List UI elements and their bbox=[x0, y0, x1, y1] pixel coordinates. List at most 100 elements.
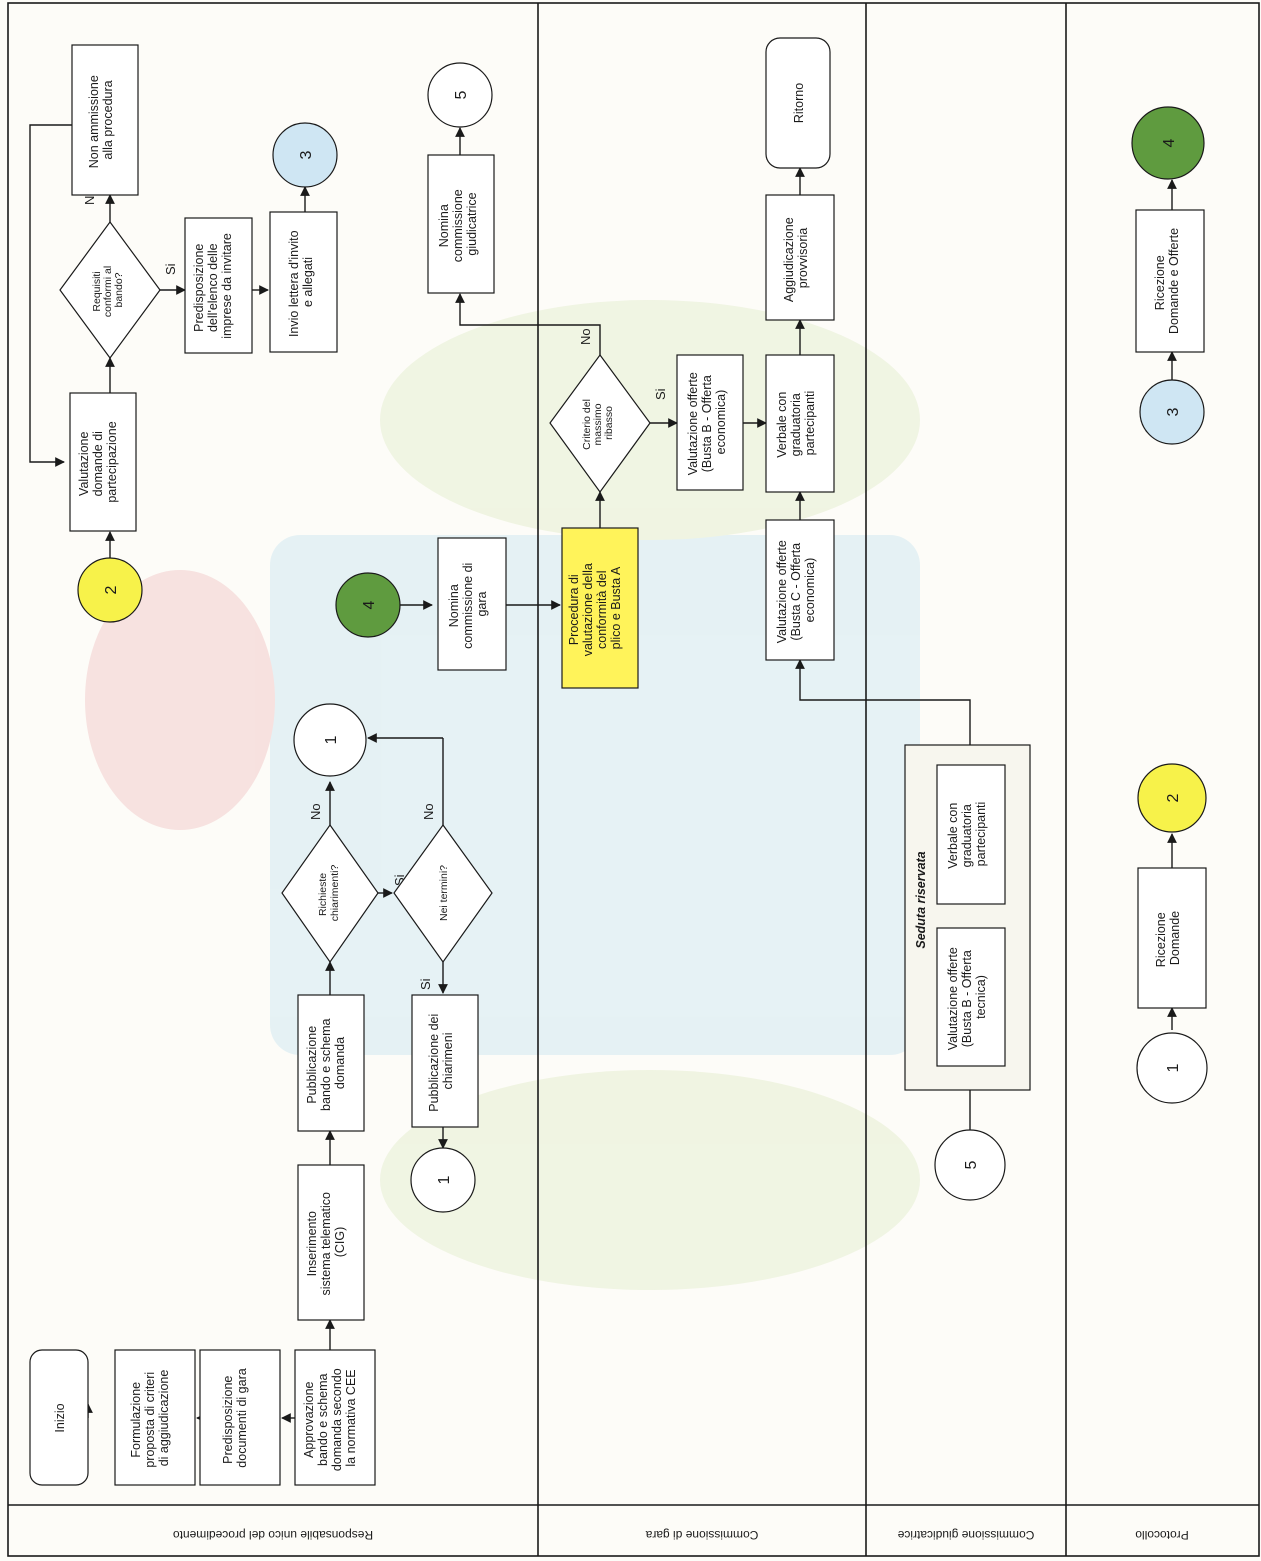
step-ricezione-domande-offerte bbox=[1135, 209, 1205, 353]
step-aggiudicazione-provvisoria bbox=[765, 194, 835, 321]
step-verbale-graduatoria-gara-label-line: graduatoria bbox=[789, 393, 803, 456]
step-pubblicazione-chiarimenti-label-line: Pubblicazione dei bbox=[427, 1014, 441, 1112]
step-valutazione-domande-label-line: partecipazione bbox=[105, 421, 119, 502]
step-pubblicazione-bando bbox=[297, 994, 365, 1132]
step-valutazione-domande-label: Valutazione domande di partecipazione bbox=[77, 421, 119, 502]
connector-1-c bbox=[1136, 1032, 1208, 1104]
decision-requisiti-label-line: conformi al bbox=[102, 266, 114, 317]
step-ricezione-offerte-label-line: Domande e Offerte bbox=[1167, 228, 1181, 334]
step-verbale-giudicatrice-label-line: Verbale con bbox=[946, 803, 960, 869]
connector-4-a-label: 4 bbox=[361, 600, 378, 609]
step-predisposizione-documenti-label-line: documenti di gara bbox=[235, 1368, 249, 1467]
step-valutazione-busta-b-tecnica-label-line: (Busta B - Offerta bbox=[960, 950, 974, 1047]
step-valutazione-domande bbox=[69, 392, 137, 532]
step-inserimento-label-line: Inserimento bbox=[305, 1211, 319, 1276]
end-terminal-ritorno bbox=[765, 37, 831, 169]
step-pubblicazione-bando-label-line: bando e schema bbox=[319, 1018, 333, 1110]
step-predisposizione-elenco-label-line: dell'elenco delle bbox=[206, 243, 220, 332]
step-invio-lettera-label: Invio lettera d'invito e allegati bbox=[287, 227, 315, 337]
diagram-frame bbox=[7, 2, 1260, 1557]
step-pubblicazione-chiarimenti-label-line: chiarimeni bbox=[441, 1033, 455, 1090]
decision-richieste-label-line: chiarimenti? bbox=[329, 865, 341, 922]
connector-3-b-label: 3 bbox=[1165, 407, 1182, 416]
end-terminal-label: Ritorno bbox=[792, 83, 806, 123]
connector-1-a bbox=[410, 1147, 476, 1213]
step-predisposizione-documenti-label: Predisposizione documenti di gara bbox=[221, 1368, 249, 1467]
step-valutazione-domande-label-line: domande di bbox=[91, 431, 105, 496]
step-predisposizione-documenti-label-line: Predisposizione bbox=[221, 1376, 235, 1464]
start-terminal bbox=[29, 1349, 89, 1486]
step-nomina-commissione-giudicatrice-label-line: giudicatrice bbox=[465, 192, 479, 255]
decision-criterio-label-line: massimo bbox=[592, 403, 604, 445]
step-nomina-commissione-gara bbox=[437, 537, 507, 671]
step-nomina-commissione-giudicatrice bbox=[427, 154, 495, 294]
connector-2-b-label: 2 bbox=[1165, 793, 1182, 802]
step-non-ammissione-label-line: Non ammissione bbox=[87, 75, 101, 168]
label-si-richieste: Si bbox=[392, 874, 407, 886]
step-approvazione-label-line: Approvazione bbox=[302, 1381, 316, 1457]
step-verbale-giudicatrice-label-line: partecipanti bbox=[974, 802, 988, 867]
connector-1-b-label: 1 bbox=[323, 735, 340, 744]
label-no-termini: No bbox=[421, 803, 436, 820]
lane-header-rup: Responsabile unico del procedimento bbox=[173, 1528, 373, 1542]
step-predisposizione-elenco bbox=[184, 217, 253, 354]
label-no-criterio: No bbox=[578, 328, 593, 345]
step-pubblicazione-bando-label-line: Pubblicazione bbox=[305, 1026, 319, 1104]
connector-5-a bbox=[427, 62, 493, 128]
step-valutazione-busta-c-economica-label-line: (Busta C - Offerta bbox=[789, 543, 803, 641]
step-verbale-graduatoria-gara bbox=[765, 354, 835, 493]
decision-nei-termini-label-line: Nei termini? bbox=[438, 865, 450, 921]
step-ricezione-domande-label-line: Domande bbox=[1168, 911, 1182, 965]
step-valutazione-busta-b-economica-label-line: (Busta B - Offerta bbox=[700, 375, 714, 472]
step-approvazione-label-line: domanda secondo bbox=[330, 1368, 344, 1471]
step-ricezione-domande-label-line: Ricezione bbox=[1154, 912, 1168, 967]
step-ricezione-domande-label: Ricezione Domande bbox=[1154, 909, 1182, 967]
step-verbale-graduatoria-giudicatrice bbox=[936, 764, 1006, 905]
connector-2-a-label: 2 bbox=[103, 585, 120, 594]
lane-header-protocollo: Protocollo bbox=[1135, 1528, 1189, 1542]
step-valutazione-busta-b-tecnica-label-line: Valutazione offerte bbox=[946, 947, 960, 1050]
decision-criterio-massimo-ribasso bbox=[549, 353, 651, 494]
step-valutazione-busta-b-tecnica-label-line: tecnica) bbox=[974, 975, 988, 1019]
step-procedura-valutazione-label: Procedura di valutazione della conformit… bbox=[567, 560, 623, 657]
decision-criterio-label-line: Criterio del bbox=[581, 399, 593, 450]
step-pubblicazione-chiarimenti bbox=[411, 994, 479, 1128]
step-aggiudicazione-label-line: provvisoria bbox=[796, 228, 810, 288]
connector-4-b bbox=[1131, 106, 1205, 180]
step-approvazione-label-line: bando e schema bbox=[316, 1373, 330, 1465]
step-invio-lettera-label-line: Invio lettera d'invito bbox=[287, 230, 301, 337]
step-procedura-valutazione-label-line: valutazione della bbox=[581, 563, 595, 656]
step-formulazione bbox=[114, 1349, 196, 1486]
step-formulazione-label-line: proposta di criteri bbox=[143, 1372, 157, 1468]
step-nomina-commissione-giudicatrice-label: Nomina commissione giudicatrice bbox=[437, 186, 479, 262]
step-approvazione-label: Approvazione bando e schema domanda seco… bbox=[302, 1365, 358, 1471]
step-valutazione-busta-b-economica-label-line: Valutazione offerte bbox=[686, 372, 700, 475]
step-nomina-commissione-gara-label-line: gara bbox=[475, 591, 489, 616]
step-pubblicazione-bando-label-line: domanda bbox=[333, 1037, 347, 1089]
step-ricezione-offerte-label-line: Ricezione bbox=[1153, 255, 1167, 310]
connector-1-c-label: 1 bbox=[1165, 1063, 1182, 1072]
step-nomina-commissione-gara-label-line: Nomina bbox=[447, 584, 461, 627]
connector-5-a-label: 5 bbox=[453, 90, 470, 99]
decision-criterio-label: Criterio del massimo ribasso bbox=[581, 396, 615, 450]
group-seduta-label: Seduta riservata bbox=[914, 851, 928, 948]
connector-1-b bbox=[293, 703, 367, 777]
step-non-ammissione bbox=[71, 44, 139, 196]
step-approvazione bbox=[294, 1349, 376, 1486]
step-non-ammissione-label-line: alla procedura bbox=[101, 80, 115, 159]
end-terminal-label-line: Ritorno bbox=[792, 83, 806, 123]
group-seduta-label-line: Seduta riservata bbox=[914, 851, 928, 948]
step-formulazione-label-line: Formulazione bbox=[129, 1382, 143, 1458]
decision-requisiti-label-line: Requisiti bbox=[91, 271, 103, 311]
decision-requisiti bbox=[59, 220, 161, 360]
step-approvazione-label-line: la normativa CEE bbox=[344, 1369, 358, 1466]
decision-richieste-label-line: Richieste bbox=[317, 873, 329, 916]
step-predisposizione-elenco-label-line: Predisposizione bbox=[192, 244, 206, 332]
step-non-ammissione-label: Non ammissione alla procedura bbox=[87, 72, 115, 169]
step-verbale-graduatoria-gara-label-line: Verbale con bbox=[775, 392, 789, 458]
step-valutazione-busta-c-economica-label-line: Valutazione offerte bbox=[775, 540, 789, 643]
step-valutazione-domande-label-line: Valutazione bbox=[77, 431, 91, 495]
step-invio-lettera-label-line: e allegati bbox=[301, 257, 315, 307]
